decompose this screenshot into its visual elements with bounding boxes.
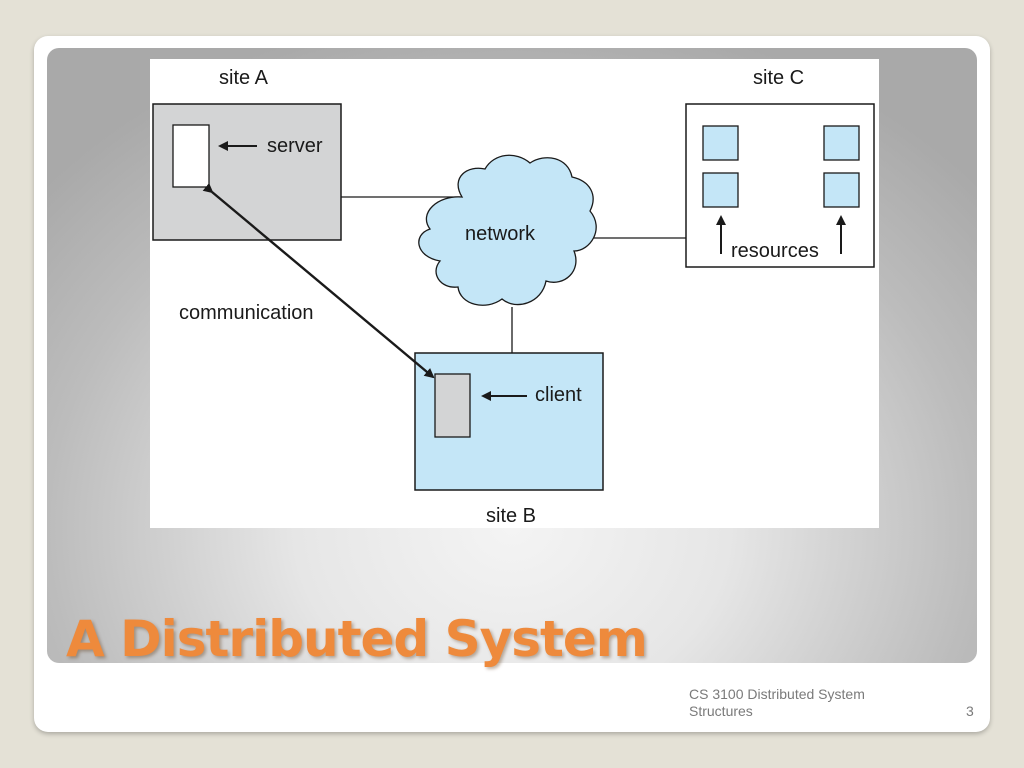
server-process [172, 124, 210, 188]
client-process [434, 373, 471, 438]
resource-box [702, 125, 739, 161]
site-a-label: site A [219, 67, 269, 89]
resource-box [823, 125, 860, 161]
resource-box [702, 172, 739, 208]
site-b-label: site B [486, 505, 536, 527]
communication-label: communication [179, 302, 314, 324]
footer-course-title: CS 3100 Distributed System Structures [689, 686, 865, 719]
page-number: 3 [966, 703, 974, 719]
server-label: server [267, 135, 323, 157]
resource-box [823, 172, 860, 208]
diagram-svg: server site A network resources site C c… [152, 67, 875, 527]
slide-title: A Distributed System [66, 610, 648, 668]
site-c-label: site C [753, 67, 804, 89]
client-label: client [535, 384, 582, 406]
resources-label: resources [731, 240, 819, 262]
network-label: network [465, 223, 536, 245]
distributed-system-diagram: server site A network resources site C c… [150, 59, 879, 528]
communication-arrow [202, 183, 435, 379]
